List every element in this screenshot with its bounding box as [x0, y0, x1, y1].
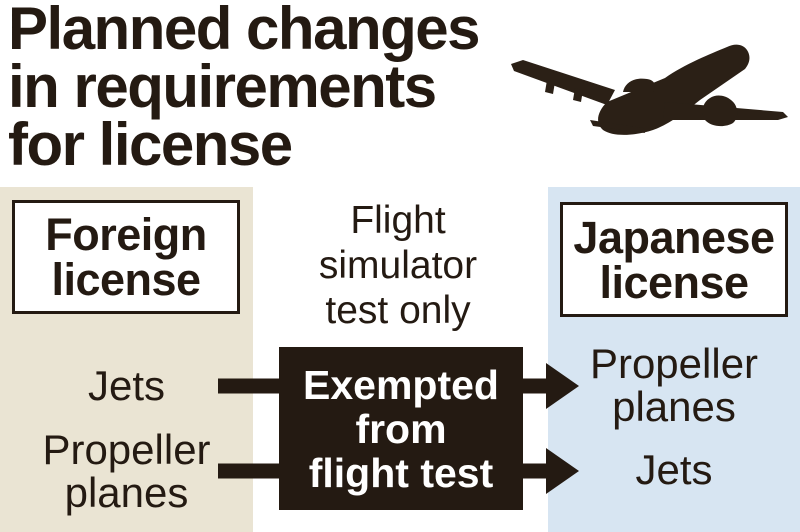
foreign-license-header-box: Foreign license: [12, 200, 240, 314]
airplane-icon: [511, 44, 788, 135]
page-title: Planned changes in requirements for lice…: [8, 0, 480, 178]
target-item-propeller: Propeller planes: [589, 340, 759, 430]
source-item-jets: Jets: [87, 362, 166, 409]
flight-simulator-note: Flight simulator test only: [318, 199, 478, 332]
source-item-propeller: Propeller planes: [42, 426, 211, 516]
foreign-license-header-label: Foreign license: [45, 209, 207, 305]
exempted-box: Exempted from flight test: [279, 347, 523, 510]
exempted-box-label: Exempted from flight test: [303, 361, 499, 496]
arrow-propeller-head: [546, 448, 579, 494]
japanese-license-header-label: Japanese license: [573, 211, 775, 308]
arrow-jets-head: [546, 363, 579, 409]
japanese-license-header-box: Japanese license: [560, 202, 788, 317]
target-item-jets: Jets: [635, 446, 713, 493]
